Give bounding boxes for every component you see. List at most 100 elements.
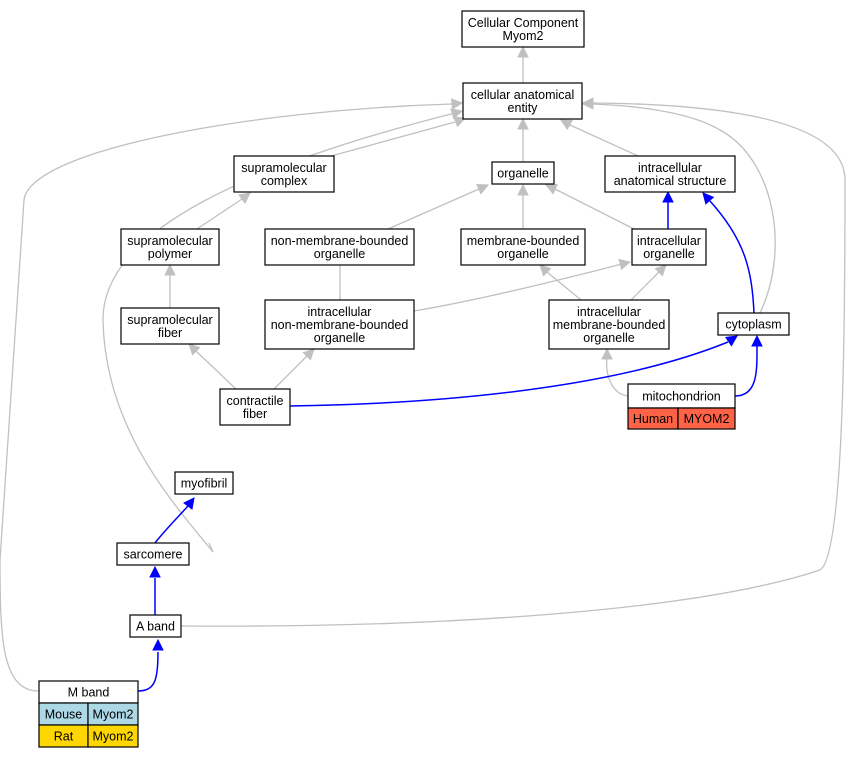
node-label: complex: [261, 174, 308, 188]
node-box: [631, 228, 707, 266]
species-label: Rat: [54, 730, 74, 744]
part-of-edge: [734, 334, 763, 397]
node-label: intracellular: [577, 305, 641, 319]
is-a-edge: [539, 264, 582, 301]
edge-arrowhead: [751, 334, 763, 347]
node-box: [462, 82, 583, 120]
edge-line: [569, 124, 639, 157]
node-label: contractile: [227, 394, 284, 408]
node-myofibril[interactable]: myofibril: [174, 471, 234, 495]
edge-arrowhead: [476, 183, 490, 195]
is-a-edge: [630, 264, 667, 301]
node-box: [174, 471, 234, 495]
node-label: organelle: [314, 247, 365, 261]
species-label: Mouse: [45, 708, 83, 722]
edge-line: [330, 121, 456, 157]
is-a-edge: [196, 192, 251, 230]
edge-arrowhead: [453, 116, 467, 128]
species-label: Human: [633, 412, 673, 426]
is-a-edge: [0, 98, 464, 692]
is-a-edge: [517, 117, 529, 162]
edge-line: [554, 188, 635, 230]
edge-arrowhead: [725, 335, 738, 347]
node-organelle[interactable]: organelle: [491, 161, 555, 185]
node-mband[interactable]: M band: [38, 680, 139, 704]
node-cytoplasm[interactable]: cytoplasm: [717, 312, 790, 336]
edge-arrowhead: [581, 98, 594, 110]
edge-arrowhead: [164, 263, 176, 276]
node-label: organelle: [497, 247, 548, 261]
edge-line: [154, 505, 189, 544]
edge-arrowhead: [152, 638, 164, 651]
part-of-edge: [137, 638, 164, 692]
node-label: intracellular: [308, 305, 372, 319]
node-label: cytoplasm: [725, 318, 781, 332]
part-of-edge: [289, 335, 738, 407]
node-box: [233, 155, 335, 193]
edge-arrowhead: [188, 343, 201, 356]
node-sarcomere[interactable]: sarcomere: [116, 542, 190, 566]
node-label: supramolecular: [241, 161, 326, 175]
node-label: cellular anatomical: [471, 88, 575, 102]
node-box: [120, 228, 220, 266]
node-mito[interactable]: mitochondrion: [627, 383, 736, 409]
part-of-edge: [662, 190, 674, 229]
is-a-edge: [188, 343, 237, 390]
node-box: [264, 299, 415, 350]
is-a-edge: [544, 183, 635, 230]
is-a-edge: [560, 119, 639, 157]
edge-arrowhead: [302, 348, 315, 361]
node-label: anatomical structure: [614, 174, 727, 188]
node-box: [460, 228, 586, 266]
is-a-edge: [413, 258, 632, 312]
node-box: [604, 155, 736, 193]
edge-line: [630, 271, 660, 301]
node-label: non-membrane-bounded: [271, 234, 409, 248]
node-label: Myom2: [503, 29, 544, 43]
node-label: entity: [508, 101, 539, 115]
edge-line: [413, 263, 623, 312]
node-label: A band: [136, 620, 175, 634]
edge-arrowhead: [450, 98, 464, 110]
node-box: [627, 383, 736, 409]
node-aband[interactable]: A band: [129, 614, 182, 638]
node-box: [116, 542, 190, 566]
node-label: supramolecular: [127, 313, 212, 327]
gene-label: Myom2: [93, 730, 134, 744]
edge-line: [387, 188, 480, 230]
edge-arrowhead: [183, 497, 195, 510]
node-label: non-membrane-bounded: [271, 318, 409, 332]
gene-cell: [677, 407, 736, 430]
edge-line: [734, 345, 758, 397]
node-label: Cellular Component: [468, 16, 579, 30]
node-label: intracellular: [638, 161, 702, 175]
node-label: organelle: [583, 331, 634, 345]
edge-arrowhead: [702, 192, 715, 205]
edge-arrowhead: [517, 117, 529, 130]
edge-line: [546, 271, 582, 301]
edge-arrowhead: [517, 183, 529, 196]
edge-line: [0, 103, 453, 692]
node-inmbo[interactable]: intracellularnon-membrane-boundedorganel…: [264, 299, 415, 350]
edge-line: [195, 350, 237, 390]
part-of-edge: [154, 497, 195, 544]
node-box: [129, 614, 182, 638]
node-label: organelle: [643, 247, 694, 261]
edge-line: [605, 358, 631, 397]
node-label: fiber: [243, 407, 267, 421]
node-label: membrane-bounded: [467, 234, 580, 248]
gene-label: MYOM2: [684, 412, 730, 426]
edge-arrowhead: [654, 264, 667, 277]
